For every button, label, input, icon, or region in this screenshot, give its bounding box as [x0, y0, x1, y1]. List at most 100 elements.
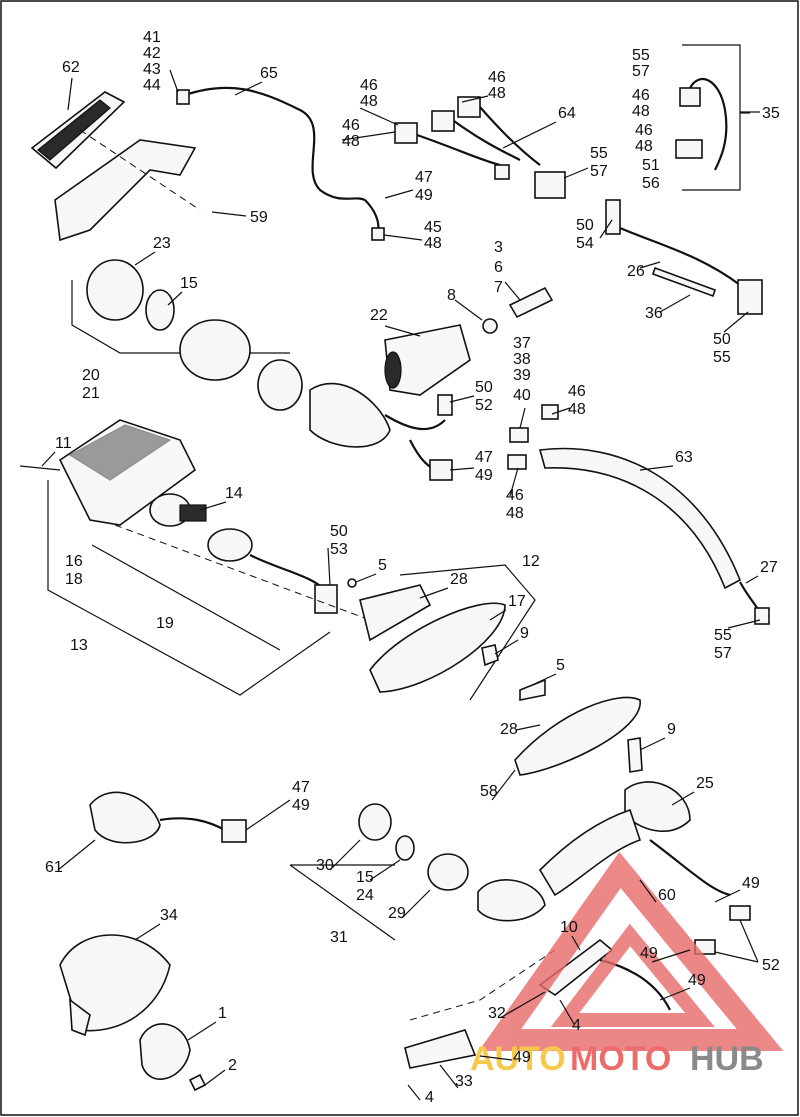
callout-9: 9: [667, 721, 676, 738]
turn-signal-61: [89, 791, 247, 844]
callout-36: 36: [645, 305, 663, 322]
callout-39: 39: [513, 367, 531, 384]
leader-lines: [41, 69, 761, 1101]
callout-46: 46: [506, 487, 524, 504]
callout-63: 63: [675, 449, 693, 466]
callout-48: 48: [342, 133, 360, 150]
lamp-plate-58: [514, 678, 643, 776]
callout-14: 14: [225, 485, 243, 502]
callout-5: 5: [378, 557, 387, 574]
callout-9: 9: [520, 625, 529, 642]
callout-49: 49: [640, 945, 658, 962]
callout-60: 60: [658, 887, 676, 904]
watermark-moto-text: MOTO: [570, 1040, 671, 1078]
callout-64: 64: [558, 105, 576, 122]
callout-40: 40: [513, 387, 531, 404]
callout-43: 43: [143, 61, 161, 78]
callout-28: 28: [500, 721, 518, 738]
callout-12: 12: [522, 553, 540, 570]
callout-48: 48: [506, 505, 524, 522]
turn-signal-assembly-20: [71, 259, 453, 481]
signal-base-1: [139, 1023, 207, 1092]
callout-50: 50: [475, 379, 493, 396]
callout-42: 42: [143, 45, 161, 62]
callout-4: 4: [572, 1017, 581, 1034]
callout-61: 61: [45, 859, 63, 876]
callout-37: 37: [513, 335, 531, 352]
callout-46: 46: [635, 122, 653, 139]
callout-17: 17: [508, 593, 526, 610]
callout-41: 41: [143, 29, 161, 46]
watermark-hub-text: HUB: [690, 1040, 764, 1078]
wiring-harness-64: [394, 96, 566, 199]
callout-19: 19: [156, 615, 174, 632]
callout-13: 13: [70, 637, 88, 654]
callout-8: 8: [447, 287, 456, 304]
license-bracket-32: [404, 938, 671, 1069]
callout-15: 15: [180, 275, 198, 292]
callout-34: 34: [160, 907, 178, 924]
callout-55: 55: [713, 349, 731, 366]
callout-50: 50: [713, 331, 731, 348]
callout-62: 62: [62, 59, 80, 76]
callout-49: 49: [513, 1049, 531, 1066]
callout-54: 54: [576, 235, 594, 252]
callout-55: 55: [590, 145, 608, 162]
callout-45: 45: [424, 219, 442, 236]
callout-46: 46: [488, 69, 506, 86]
callout-52: 52: [762, 957, 780, 974]
callout-48: 48: [360, 93, 378, 110]
callout-48: 48: [568, 401, 586, 418]
automotohub-watermark: [478, 851, 784, 1051]
lamp-plate-12: [347, 564, 536, 701]
callout-55: 55: [632, 47, 650, 64]
callout-5: 5: [556, 657, 565, 674]
callout-48: 48: [635, 138, 653, 155]
callout-47: 47: [475, 449, 493, 466]
callout-46: 46: [360, 77, 378, 94]
callout-50: 50: [330, 523, 348, 540]
callout-65: 65: [260, 65, 278, 82]
wiring-harness-63: [507, 404, 770, 625]
callout-47: 47: [292, 779, 310, 796]
callout-21: 21: [82, 385, 100, 402]
callout-48: 48: [632, 103, 650, 120]
callout-50: 50: [576, 217, 594, 234]
callout-59: 59: [250, 209, 268, 226]
signal-housing-34: [59, 934, 171, 1037]
callout-18: 18: [65, 571, 83, 588]
callout-52: 52: [475, 397, 493, 414]
callout-31: 31: [330, 929, 348, 946]
callout-11: 11: [55, 435, 72, 452]
callout-49: 49: [292, 797, 310, 814]
callout-48: 48: [488, 85, 506, 102]
callout-57: 57: [632, 63, 650, 80]
callout-3: 3: [494, 239, 503, 256]
callout-53: 53: [330, 541, 348, 558]
callout-55: 55: [714, 627, 732, 644]
callout-57: 57: [590, 163, 608, 180]
rear-lamp-62: [30, 91, 201, 242]
callout-49: 49: [742, 875, 760, 892]
callout-51: 51: [642, 157, 660, 174]
callout-48: 48: [424, 235, 442, 252]
callout-2: 2: [228, 1057, 237, 1074]
callout-57: 57: [714, 645, 732, 662]
callout-7: 7: [494, 279, 503, 296]
callout-46: 46: [568, 383, 586, 400]
wiring-harness-26: [605, 199, 763, 315]
callout-49: 49: [415, 187, 433, 204]
callout-49: 49: [688, 972, 706, 989]
tail-lamp-16: [19, 419, 371, 696]
callout-33: 33: [455, 1073, 473, 1090]
callout-26: 26: [627, 263, 645, 280]
callout-38: 38: [513, 351, 531, 368]
watermark-auto-text: AUTO: [470, 1040, 566, 1078]
callout-23: 23: [153, 235, 171, 252]
callout-1: 1: [218, 1005, 227, 1022]
wiring-harness-35: [675, 44, 750, 191]
callout-58: 58: [480, 783, 498, 800]
